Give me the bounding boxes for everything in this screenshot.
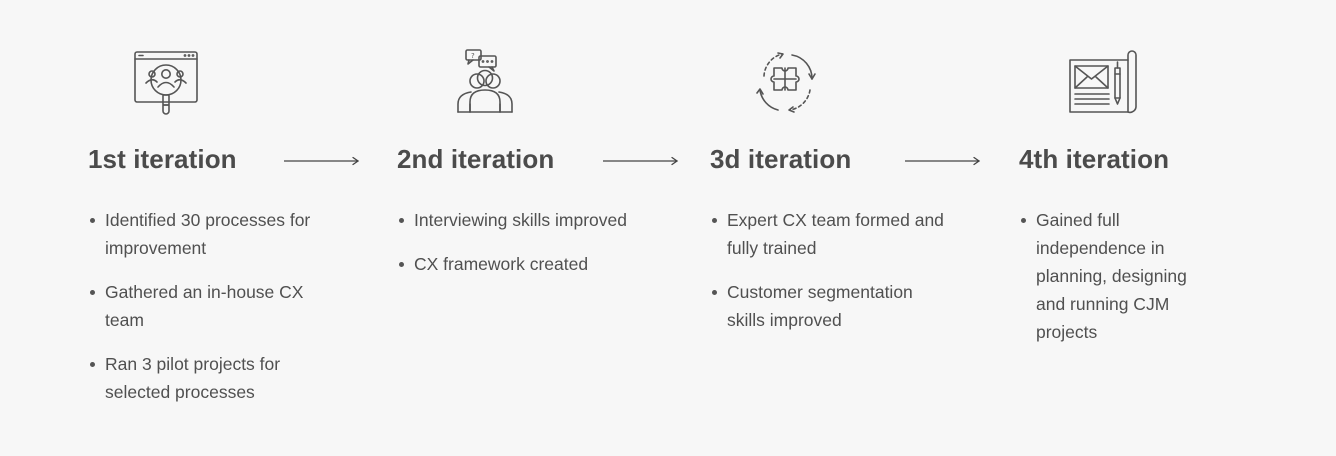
iteration-title: 2nd iteration bbox=[397, 144, 555, 174]
arrow-right-icon bbox=[603, 155, 679, 167]
iteration-stage-1: 1st iteration Identified 30 processes fo… bbox=[88, 0, 348, 456]
iteration-title: 1st iteration bbox=[88, 144, 237, 174]
iteration-title: 4th iteration bbox=[1019, 144, 1170, 174]
svg-text:?: ? bbox=[471, 52, 475, 60]
list-item: Customer segmentation skills improved bbox=[710, 278, 950, 334]
iteration-bullet-list: Identified 30 processes for improvement … bbox=[88, 206, 328, 422]
list-item: Expert CX team formed and fully trained bbox=[710, 206, 950, 262]
list-item: Ran 3 pilot projects for selected proces… bbox=[88, 350, 328, 406]
team-chat-icon: ? bbox=[449, 46, 521, 118]
blueprint-envelope-icon bbox=[1065, 46, 1137, 118]
web-profile-search-icon bbox=[130, 46, 202, 118]
arrow-right-icon bbox=[905, 155, 981, 167]
list-item: Identified 30 processes for improvement bbox=[88, 206, 328, 262]
iteration-stage-2: ? 2nd iteration Interviewing skills impr… bbox=[397, 0, 657, 456]
list-item: CX framework created bbox=[397, 250, 637, 278]
list-item: Interviewing skills improved bbox=[397, 206, 637, 234]
iteration-stage-3: 3d iteration Expert CX team formed and f… bbox=[710, 0, 970, 456]
iteration-bullet-list: Expert CX team formed and fully trained … bbox=[710, 206, 950, 350]
iteration-bullet-list: Interviewing skills improved CX framewor… bbox=[397, 206, 637, 294]
list-item: Gained full independence in planning, de… bbox=[1019, 206, 1219, 346]
arrow-right-icon bbox=[284, 155, 360, 167]
iteration-bullet-list: Gained full independence in planning, de… bbox=[1019, 206, 1219, 362]
puzzle-cycle-icon bbox=[750, 46, 822, 118]
iteration-title: 3d iteration bbox=[710, 144, 852, 174]
iteration-stage-4: 4th iteration Gained full independence i… bbox=[1019, 0, 1279, 456]
list-item: Gathered an in-house CX team bbox=[88, 278, 328, 334]
